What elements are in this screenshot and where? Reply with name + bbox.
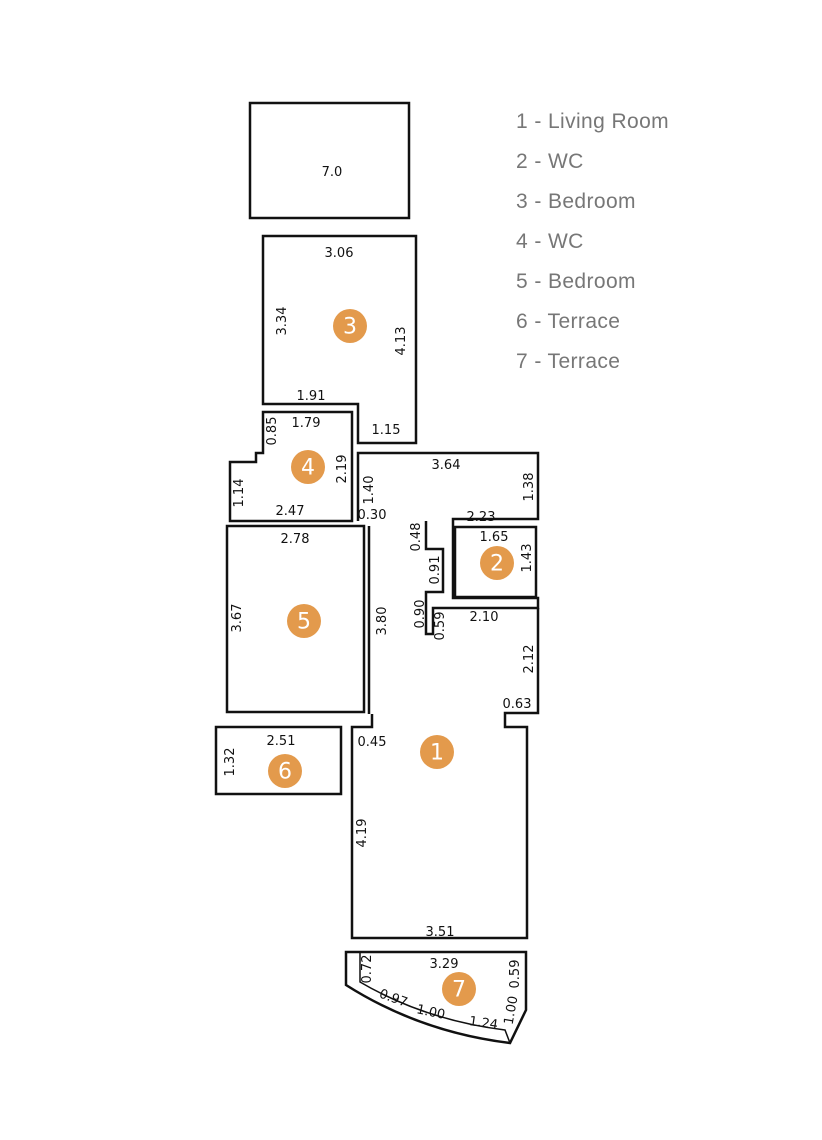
legend-item: 2 - WC xyxy=(516,150,584,173)
dim-label: 3.51 xyxy=(426,925,455,940)
dim-label: 0.59 xyxy=(508,960,523,989)
dim-label: 1.40 xyxy=(362,476,377,505)
dim-label: 1.38 xyxy=(522,473,537,502)
hall-area: 3.64 1.38 1.40 0.30 2.23 0.48 0.91 xyxy=(356,451,540,636)
legend-item: 4 - WC xyxy=(516,230,584,253)
dim-label: 2.78 xyxy=(281,532,310,547)
dim-label: 0.97 xyxy=(377,987,409,1011)
room-2-wc: 1.65 1.43 xyxy=(453,525,538,599)
room-badge-number: 2 xyxy=(490,552,504,577)
room-badge-number: 3 xyxy=(343,315,357,340)
dim-label: 2.23 xyxy=(467,510,496,525)
room-badge-1: 1 xyxy=(420,735,454,769)
dim-label: 1.79 xyxy=(292,416,321,431)
dim-label: 2.47 xyxy=(276,504,305,519)
room-badge-number: 1 xyxy=(430,741,444,766)
dim-label: 3.64 xyxy=(432,458,461,473)
hatched-area: 7.0 xyxy=(248,101,411,220)
dim-label: 0.45 xyxy=(358,735,387,750)
room-7-terrace: 3.29 0.72 0.59 0.97 1.00 1.24 1.00 xyxy=(344,950,528,1045)
dim-label: 3.67 xyxy=(230,604,245,633)
dim-label: 3.34 xyxy=(275,307,290,336)
hatched-area-label: 7.0 xyxy=(322,165,343,180)
room-badge-number: 4 xyxy=(301,456,315,481)
room-badge-6: 6 xyxy=(268,754,302,788)
dim-label: 1.15 xyxy=(372,423,401,438)
dim-label: 2.12 xyxy=(522,645,537,674)
room-badge-4: 4 xyxy=(291,450,325,484)
dim-label: 0.63 xyxy=(503,697,532,712)
room-badge-5: 5 xyxy=(287,604,321,638)
legend-item: 1 - Living Room xyxy=(516,110,670,133)
room-1-living-room: 0.90 0.59 2.10 2.12 0.63 0.45 4.19 3.51 xyxy=(350,600,540,940)
dim-label: 1.14 xyxy=(232,479,247,508)
dim-label: 2.10 xyxy=(470,610,499,625)
dim-label: 1.00 xyxy=(502,995,522,1026)
legend-item: 6 - Terrace xyxy=(516,310,621,333)
room-6-terrace: 2.51 1.32 xyxy=(214,725,343,796)
room-legend: 1 - Living Room 2 - WC 3 - Bedroom 4 - W… xyxy=(516,108,669,388)
legend-item: 5 - Bedroom xyxy=(516,270,636,293)
room-badge-7: 7 xyxy=(442,972,476,1006)
dim-label: 2.19 xyxy=(335,455,350,484)
dim-label: 3.29 xyxy=(430,957,459,972)
dim-label: 0.30 xyxy=(358,508,387,523)
dim-label: 4.19 xyxy=(355,819,370,848)
dim-label: 0.59 xyxy=(433,612,448,641)
dim-label: 3.80 xyxy=(375,607,390,636)
dim-label: 1.00 xyxy=(415,1002,446,1023)
dim-label: 0.91 xyxy=(428,556,443,585)
dim-label: 1.32 xyxy=(223,748,238,777)
legend-item: 7 - Terrace xyxy=(516,350,621,373)
room-3-bedroom: 3.06 3.34 4.13 1.91 1.15 xyxy=(261,234,418,445)
dim-label: 0.90 xyxy=(413,600,428,629)
dim-label: 4.13 xyxy=(394,327,409,356)
dim-label: 1.24 xyxy=(468,1014,499,1033)
room-4-wc: 1.79 0.85 1.14 2.19 2.47 xyxy=(228,410,354,523)
dim-label: 0.48 xyxy=(409,523,424,552)
room-badge-number: 7 xyxy=(452,978,466,1003)
room-badge-2: 2 xyxy=(480,546,514,580)
dim-label: 3.06 xyxy=(325,246,354,261)
dim-label: 1.65 xyxy=(480,530,509,545)
room-badge-number: 6 xyxy=(278,760,292,785)
dim-label: 1.43 xyxy=(520,544,535,573)
dim-label: 0.85 xyxy=(265,417,280,446)
dim-label: 0.72 xyxy=(360,955,375,984)
room-badge-3: 3 xyxy=(333,309,367,343)
room-badge-number: 5 xyxy=(297,610,311,635)
legend-item: 3 - Bedroom xyxy=(516,190,636,213)
dim-label: 2.51 xyxy=(267,734,296,749)
room-5-bedroom: 2.78 3.67 3.80 xyxy=(225,524,390,714)
dim-label: 1.91 xyxy=(297,389,326,404)
